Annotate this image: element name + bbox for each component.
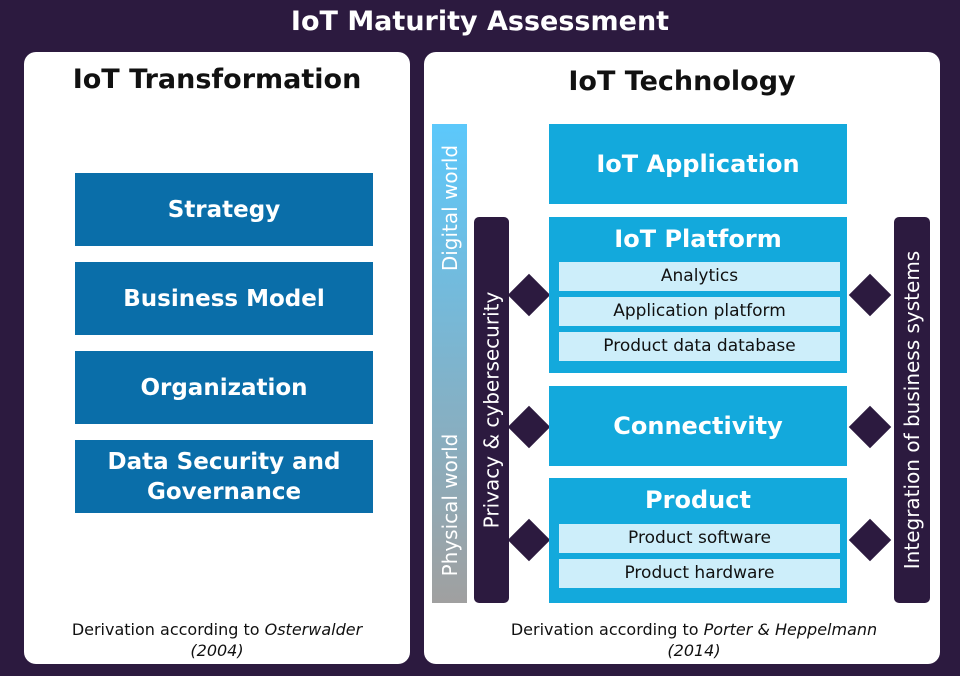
- business-model-box: Business Model: [75, 262, 373, 335]
- integration-label: Integration of business systems: [900, 250, 925, 570]
- digital-world-label: Digital world: [438, 144, 462, 272]
- organization-box: Organization: [75, 351, 373, 424]
- product-box: Product Product software Product hardwar…: [549, 478, 847, 603]
- left-footer: Derivation according to Osterwalder (200…: [44, 619, 390, 661]
- product-hardware-box: Product hardware: [559, 559, 840, 588]
- iot-application-box: IoT Application: [549, 124, 847, 204]
- connectivity-box: Connectivity: [549, 386, 847, 466]
- privacy-cybersecurity-bar: Privacy & cybersecurity: [474, 217, 509, 603]
- footer-citation: Porter & Heppelmann (2014): [667, 620, 878, 660]
- physical-world-label: Physical world: [438, 433, 462, 577]
- panel-title: IoT Technology: [568, 66, 796, 97]
- data-security-box: Data Security and Governance: [75, 440, 373, 513]
- footer-text: Derivation according to: [71, 620, 265, 639]
- analytics-box: Analytics: [559, 262, 840, 291]
- product-label: Product: [645, 486, 751, 514]
- product-software-box: Product software: [559, 524, 840, 553]
- integration-bar: Integration of business systems: [894, 217, 930, 603]
- privacy-label: Privacy & cybersecurity: [479, 291, 504, 529]
- panel-title: IoT Transformation: [72, 64, 362, 95]
- application-platform-box: Application platform: [559, 297, 840, 326]
- page-title: IoT Maturity Assessment: [290, 6, 670, 37]
- right-footer: Derivation according to Porter & Heppelm…: [484, 619, 904, 661]
- digital-physical-gradient-bar: Digital world Physical world: [432, 124, 467, 603]
- strategy-box: Strategy: [75, 173, 373, 246]
- footer-text: Derivation according to: [510, 620, 704, 639]
- product-data-database-box: Product data database: [559, 332, 840, 361]
- iot-platform-box: IoT Platform Analytics Application platf…: [549, 217, 847, 373]
- footer-citation: Osterwalder (2004): [190, 620, 363, 660]
- platform-label: IoT Platform: [614, 225, 782, 253]
